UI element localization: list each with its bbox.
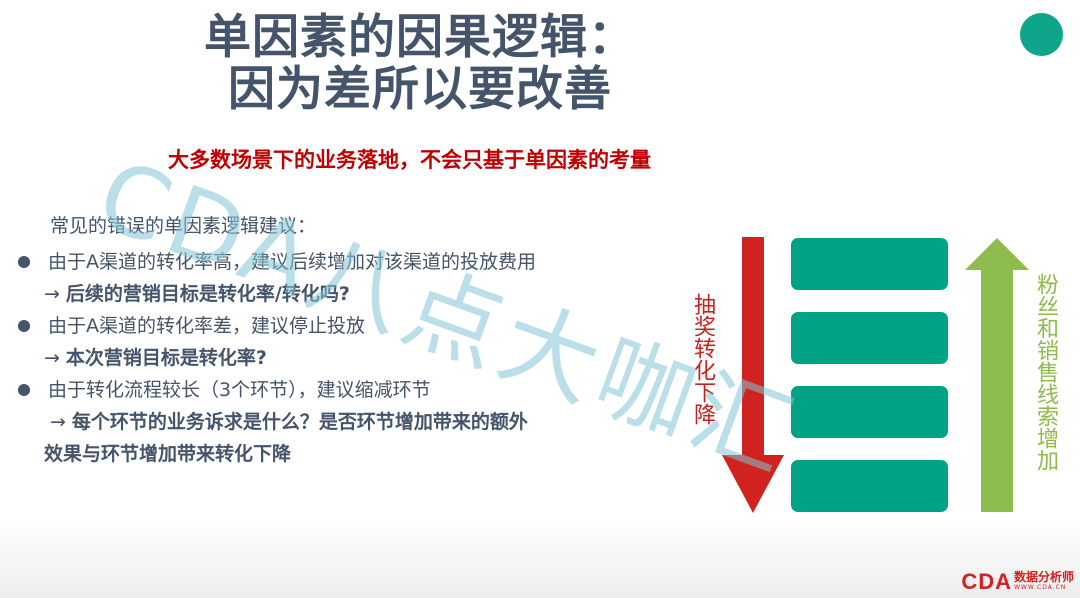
- stage-box-1: [791, 238, 948, 290]
- item-statement: 由于A渠道的转化率差，建议停止投放: [48, 315, 365, 337]
- item-statement: 由于A渠道的转化率高，建议后续增加对该渠道的投放费用: [48, 251, 536, 273]
- logo-cn-name: 数据分析师: [1013, 570, 1074, 584]
- down-arrow-icon: [722, 237, 784, 513]
- right-arrow-icon: →: [44, 283, 60, 305]
- bullet-icon: [18, 256, 30, 268]
- item-question: →本次营销目标是转化率?: [18, 342, 536, 374]
- list-item: 由于转化流程较长（3个环节），建议缩减环节: [18, 374, 536, 406]
- logo-url: WWW.CDA.CN: [1013, 584, 1067, 591]
- question-text: 每个环节的业务诉求是什么？是否环节增加带来的额外: [71, 411, 528, 433]
- down-arrow-label: 抽奖转化下降: [690, 293, 715, 425]
- list-item: 由于A渠道的转化率差，建议停止投放: [18, 310, 536, 342]
- slide-subtitle: 大多数场景下的业务落地，不会只基于单因素的考量: [168, 148, 651, 172]
- logo-brand: CDA: [961, 569, 1012, 594]
- bullet-icon: [18, 384, 30, 396]
- slide-title: 单因素的因果逻辑： 因为差所以要改善: [160, 12, 680, 116]
- item-question: →后续的营销目标是转化率/转化吗?: [18, 278, 536, 310]
- question-text: 本次营销目标是转化率?: [65, 347, 267, 369]
- item-question-continued: 效果与环节增加带来转化下降: [44, 443, 292, 465]
- item-question: →每个环节的业务诉求是什么？是否环节增加带来的额外: [18, 406, 536, 438]
- stage-box-2: [791, 312, 948, 364]
- bullet-icon: [18, 320, 30, 332]
- accent-dot-icon: [1020, 13, 1063, 56]
- stage-box-4: [791, 460, 948, 512]
- right-arrow-icon: →: [44, 347, 60, 369]
- list-item: 由于A渠道的转化率高，建议后续增加对该渠道的投放费用: [18, 246, 536, 278]
- intro-text: 常见的错误的单因素逻辑建议：: [50, 215, 317, 237]
- up-arrow-icon: [965, 238, 1029, 512]
- title-line-1: 单因素的因果逻辑：: [204, 10, 636, 65]
- cda-logo: CDA 数据分析师 WWW.CDA.CN: [961, 569, 1074, 594]
- item-statement: 由于转化流程较长（3个环节），建议缩减环节: [48, 379, 431, 401]
- right-arrow-icon: →: [50, 411, 66, 433]
- content-list: 常见的错误的单因素逻辑建议： 由于A渠道的转化率高，建议后续增加对该渠道的投放费…: [18, 210, 536, 470]
- stage-box-3: [791, 386, 948, 438]
- question-text: 后续的营销目标是转化率/转化吗?: [65, 283, 350, 305]
- up-arrow-label: 粉丝和销售线索增加: [1033, 273, 1058, 471]
- bottom-shade: [0, 518, 1080, 598]
- title-line-2: 因为差所以要改善: [228, 62, 612, 117]
